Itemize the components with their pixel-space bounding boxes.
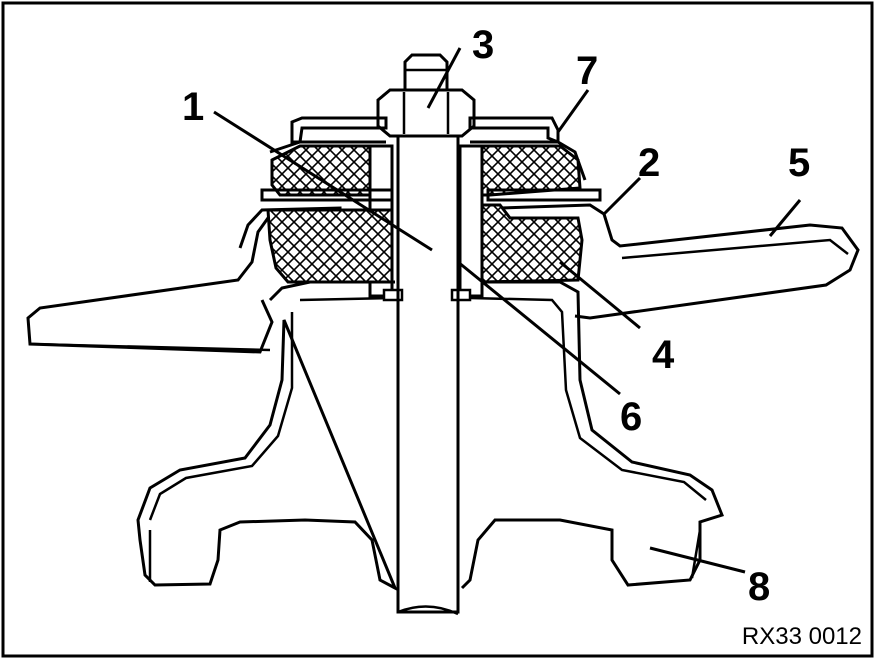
washer-left (382, 288, 404, 302)
callout-8: 8 (748, 565, 770, 609)
callout-1: 1 (182, 85, 204, 129)
rod-stud (403, 53, 449, 90)
upper-rubber (270, 144, 372, 197)
lower-rubber-right (480, 203, 584, 284)
nut (376, 88, 476, 138)
callout-5: 5 (788, 141, 810, 185)
callout-7: 7 (576, 49, 598, 93)
flange-plate (26, 203, 860, 354)
lower-rubber (266, 208, 394, 284)
top-cap (269, 116, 587, 181)
callout-3: 3 (472, 23, 494, 67)
middle-plate (260, 188, 602, 202)
callout-4: 4 (652, 333, 675, 377)
piston-rod (396, 135, 460, 616)
figure-reference: RX33 0012 (742, 623, 862, 650)
callout-6: 6 (620, 395, 642, 439)
washer-right (450, 288, 472, 302)
callout-2: 2 (638, 141, 660, 185)
leader-lines (213, 47, 802, 574)
